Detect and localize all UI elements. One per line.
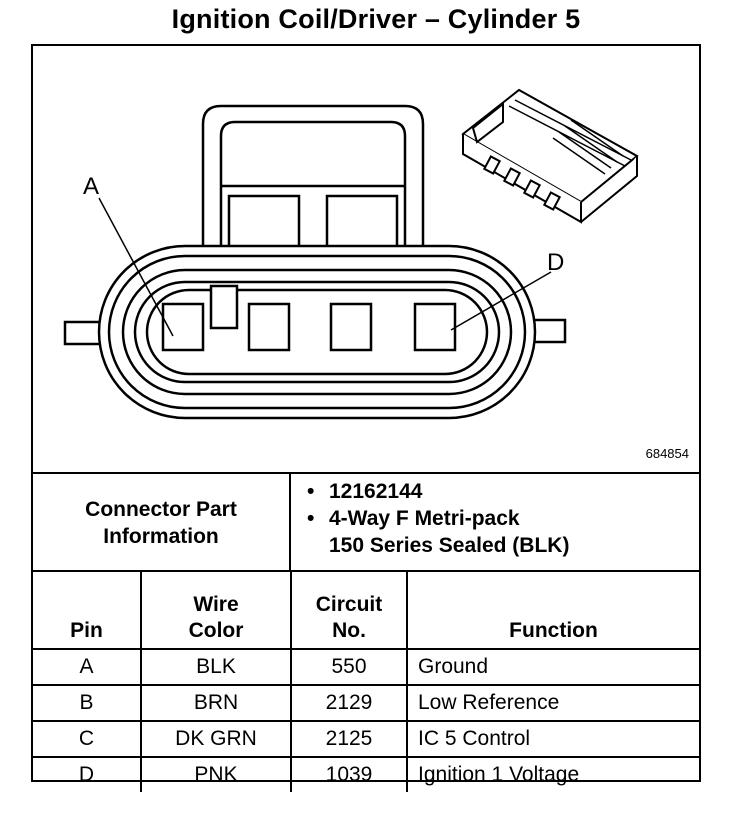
cell-function: Low Reference [406, 684, 699, 722]
cell-circuit-no: 550 [290, 648, 408, 686]
part-description-line2: 150 Series Sealed (BLK) [329, 534, 570, 557]
header-wire-color: Wire Color [140, 570, 292, 650]
header-pin: Pin [33, 570, 142, 650]
cell-function: Ground [406, 648, 699, 686]
cavity-b [247, 302, 291, 352]
page-title: Ignition Coil/Driver – Cylinder 5 [171, 4, 581, 34]
cell-pin: B [33, 684, 142, 722]
table-row: D PNK 1039 Ignition 1 Voltage [33, 756, 699, 792]
leader-line-d [450, 271, 552, 331]
cavity-d [413, 302, 457, 352]
cell-wire-color: DK GRN [140, 720, 292, 758]
part-desc-line2: 150 Series Sealed (BLK) [291, 532, 691, 559]
pin-label-a: A [83, 173, 99, 200]
part-number: 12162144 [329, 480, 423, 503]
table-row: C DK GRN 2125 IC 5 Control [33, 720, 699, 758]
pinout-table: Pin Wire Color Circuit No. Function A BL… [33, 570, 699, 792]
connector-3d-view [461, 88, 639, 224]
header-circuit-line2: No. [332, 619, 366, 642]
bullet-icon: • [307, 480, 315, 503]
figure-id: 684854 [645, 446, 689, 461]
cell-function: IC 5 Control [406, 720, 699, 758]
cavity-a [161, 302, 205, 352]
cell-wire-color: PNK [140, 756, 292, 792]
header-function: Function [406, 570, 699, 650]
cell-wire-color: BLK [140, 648, 292, 686]
cell-wire-color: BRN [140, 684, 292, 722]
header-wire-line1: Wire [193, 593, 239, 616]
part-desc-line: • 4-Way F Metri-pack [291, 505, 691, 532]
connector-face-diagram: A D 684854 [33, 46, 699, 472]
cavity-c [329, 302, 373, 352]
part-number-line: • 12162144 [291, 478, 691, 505]
connector-part-label: Connector Part Information [33, 474, 291, 572]
cell-circuit-no: 2125 [290, 720, 408, 758]
connector-sheet: A D 684854 Connector Part Information • … [31, 44, 701, 792]
connector-part-label-line1: Connector Part [85, 498, 237, 521]
bullet-icon: • [307, 507, 315, 530]
leader-line-a [98, 197, 174, 337]
pin-label-d: D [547, 249, 564, 276]
connector-part-info: Connector Part Information • 12162144 • … [33, 472, 699, 572]
connector-part-label-line2: Information [103, 525, 219, 548]
cell-pin: A [33, 648, 142, 686]
cell-circuit-no: 1039 [290, 756, 408, 792]
part-description-line1: 4-Way F Metri-pack [329, 507, 520, 530]
cell-circuit-no: 2129 [290, 684, 408, 722]
cell-function: Ignition 1 Voltage [406, 756, 699, 792]
header-circuit-no: Circuit No. [290, 570, 408, 650]
connector-part-details: • 12162144 • 4-Way F Metri-pack 150 Seri… [291, 478, 691, 559]
pinout-header-row: Pin Wire Color Circuit No. Function [33, 570, 699, 650]
table-row: A BLK 550 Ground [33, 648, 699, 686]
header-circuit-line1: Circuit [315, 593, 383, 616]
table-row: B BRN 2129 Low Reference [33, 684, 699, 722]
cell-pin: C [33, 720, 142, 758]
cell-pin: D [33, 756, 142, 792]
header-wire-line2: Color [188, 619, 244, 642]
